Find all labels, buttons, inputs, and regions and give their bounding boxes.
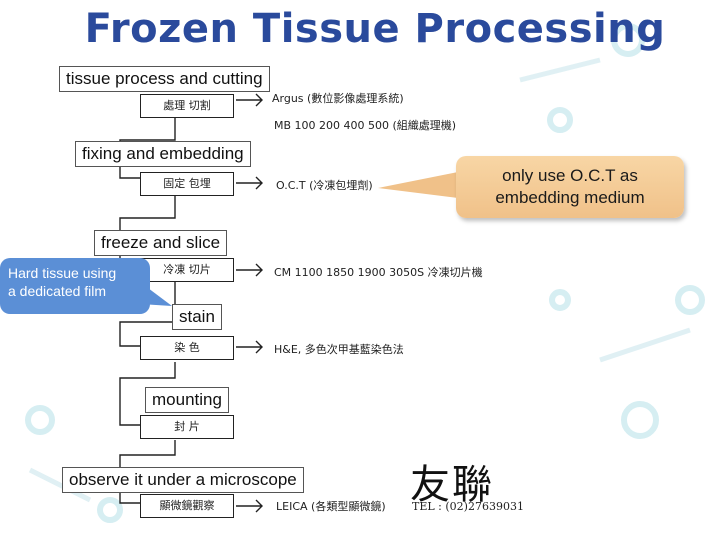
callout-oct-line1: only use O.C.T as (502, 166, 638, 185)
callout-oct-note: only use O.C.T as embedding medium (456, 156, 684, 218)
scan-box-observe: 顯微鏡觀察 (140, 494, 234, 518)
note-argus: Argus (數位影像處理系統) (272, 92, 404, 105)
scan-box-mount: 封 片 (140, 415, 234, 439)
step-label-mounting: mounting (145, 387, 229, 413)
note-leica: LEICA (各類型顯微鏡) (276, 500, 386, 513)
scan-box-process: 處理 切割 (140, 94, 234, 118)
callout-hard-tissue: Hard tissue using a dedicated film (0, 258, 150, 314)
step-label-tissue-process: tissue process and cutting (59, 66, 270, 92)
note-mb: MB 100 200 400 500 (組織處理機) (274, 119, 457, 132)
note-he: H&E, 多色次甲基藍染色法 (274, 343, 404, 356)
step-label-observe: observe it under a microscope (62, 467, 304, 493)
step-label-freeze: freeze and slice (94, 230, 228, 256)
scan-box-freeze: 冷凍 切片 (140, 258, 234, 282)
step-label-stain: stain (172, 304, 222, 330)
company-tel: TEL : (02)27639031 (412, 500, 524, 513)
note-cm: CM 1100 1850 1900 3050S 冷凍切片機 (274, 266, 483, 279)
page-title: Frozen Tissue Processing (84, 6, 666, 52)
company-logo: 友聯 (410, 462, 494, 508)
step-label-fixing: fixing and embedding (75, 141, 251, 167)
scan-box-fix: 固定 包埋 (140, 172, 234, 196)
scan-box-stain: 染 色 (140, 336, 234, 360)
callout-hard-line2: a dedicated film (8, 283, 107, 299)
callout-oct-line2: embedding medium (495, 188, 645, 207)
callout-hard-line1: Hard tissue using (8, 265, 117, 281)
note-oct: O.C.T (冷凍包埋劑) (276, 179, 373, 192)
